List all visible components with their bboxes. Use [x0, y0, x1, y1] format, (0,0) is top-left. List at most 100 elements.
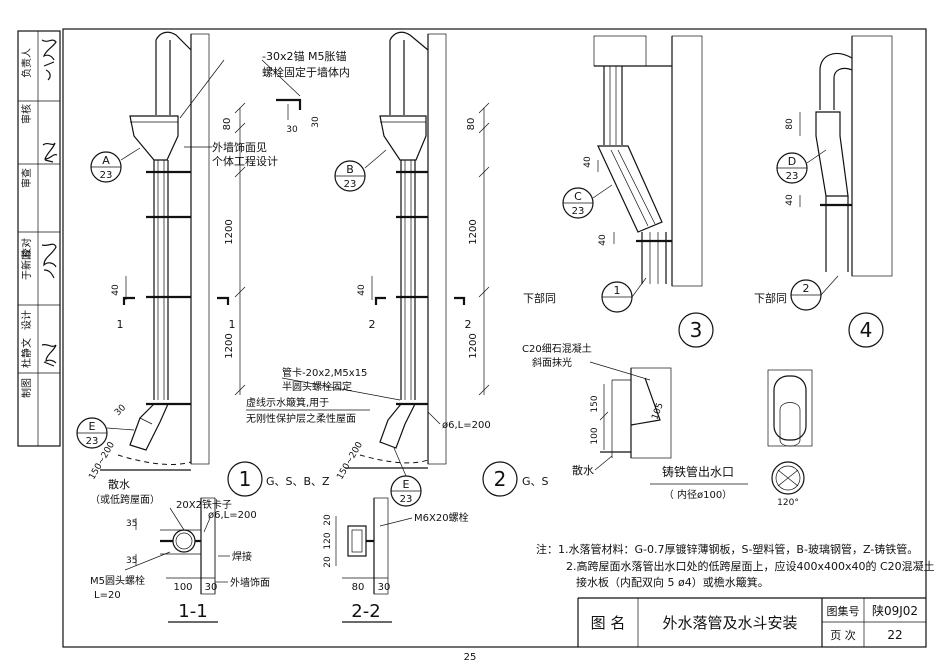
signature-design: [41, 343, 57, 367]
dim-1200-d1-upper: 1200: [224, 219, 235, 244]
detail-3-circle: [678, 312, 714, 348]
cast-outlet-title: 铸铁管出水口: [662, 464, 734, 479]
note-weld: 焊接: [232, 550, 252, 563]
drawing-title: 外水落管及水斗安装: [662, 614, 797, 632]
dim-30-anchor-b: 30: [311, 116, 321, 128]
dim-40-d3-lower: 40: [598, 234, 608, 246]
label-responsible: 负责人: [20, 48, 33, 78]
sheet-page-number: 25: [464, 652, 477, 663]
ref-a-bottom: 23: [100, 170, 113, 181]
dim-20-s22-upper: 20: [323, 514, 333, 526]
detail-4-number: 4: [860, 318, 873, 342]
ref-e2-bottom: 23: [400, 494, 413, 505]
angle-120: 120°: [777, 498, 799, 508]
ref-same-1-top: 1: [614, 284, 621, 297]
ref-e1-bottom: 23: [86, 436, 99, 447]
detail-2: 2 2 80 1200 1200 40 150~200 ø6,L=200: [335, 31, 491, 482]
ref-a-top: A: [102, 154, 110, 167]
signature-responsible: [41, 39, 57, 81]
cut-mark-1-right: 1: [229, 318, 236, 331]
cut-mark-2-left: 2: [369, 318, 376, 331]
dim-150-200-d2: 150~200: [335, 440, 365, 482]
page-number-box: 22: [887, 628, 902, 642]
dim-35-s11-upper: 35: [126, 519, 137, 529]
ref-c-top: C: [574, 190, 582, 203]
note-scatter-line1: 散水: [108, 477, 130, 491]
atlas-number: 陕09J02: [872, 603, 918, 618]
general-notes: 注：1.水落管材料：G-0.7厚镀锌薄钢板，S-塑料管，B-玻璃钢管，Z-铸铁管…: [536, 542, 935, 589]
note-c20-line1: C20细石混凝土: [522, 342, 592, 355]
signature-audit: [42, 142, 58, 163]
ref-d-top: D: [788, 155, 796, 168]
dim-40-d2: 40: [357, 284, 367, 296]
dim-1200-d1-lower: 1200: [224, 333, 235, 358]
ref-same-2-top: 2: [803, 282, 810, 295]
note-line-3: 接水板（内配双向 5 ø4）或檐水簸箕。: [576, 575, 769, 589]
note-dashed-line2: 无刚性保护层之柔性屋面: [246, 412, 356, 425]
ref-bubble-e-2: E 23: [390, 447, 422, 507]
dim-80-d1: 80: [222, 118, 233, 131]
dim-80-d4: 80: [785, 118, 795, 130]
note-bolt-line2: L=20: [94, 590, 121, 601]
ref-e2-top: E: [403, 478, 410, 491]
note-finish-line2: 个体工程设计: [212, 154, 278, 168]
detail-4-circle: [848, 312, 884, 348]
ref-bubble-same-1: 下部同 1: [523, 277, 647, 313]
title-label-page: 页 次: [830, 628, 856, 642]
note-c20-line2: 斜面抹光: [532, 356, 572, 369]
ref-d-bottom: 23: [786, 171, 799, 182]
note-phi6-d2: ø6,L=200: [442, 420, 491, 431]
note-m6-bolt: M6X20螺栓: [414, 511, 469, 524]
ref-c-bottom: 23: [572, 206, 585, 217]
label-drafting: 制图: [20, 378, 33, 398]
title-label-name: 图 名: [591, 614, 626, 632]
ref-bubble-same-2: 下部同 2: [754, 275, 839, 311]
reference-bubbles: A 23 B 23 E 23 E 23 C 23: [76, 147, 839, 507]
note-finish-out: 外墙饰面: [230, 576, 270, 589]
ref-bubble-e-1: E 23: [76, 417, 135, 449]
note-finish-line1: 外墙饰面见: [212, 140, 267, 154]
dim-40-d1: 40: [111, 284, 121, 296]
detail-labels: 1 G、S、B、Z 2 G、S 3 4: [227, 312, 884, 497]
detail-3: 40 40: [583, 35, 703, 287]
detail-2-circle: [482, 461, 518, 497]
note-scatter-3: 散水: [572, 463, 594, 477]
label-proofread: 校对: [20, 238, 33, 258]
detail-scatter: 150 100 105 C20细石混凝土 斜面抹光 散水 铸铁管出水口 （ 内径…: [522, 342, 813, 508]
ref-b-top: B: [346, 163, 354, 176]
dim-40-d4: 40: [785, 194, 795, 206]
note-clamp-line1: 管卡-20x2,M5x15: [282, 366, 367, 379]
dim-100-s11: 100: [173, 582, 192, 593]
dim-1200-d2-upper: 1200: [468, 219, 479, 244]
dim-30-s22: 30: [378, 582, 391, 593]
title-label-atlas: 图集号: [827, 604, 860, 618]
note-dashed-line1: 虚线示水簸箕,用于: [246, 396, 329, 409]
note-bolt-line1: M5圆头螺栓: [90, 574, 145, 587]
note-line-2: 2.高跨屋面水落管出水口处的低跨屋面上，应设400x400x40的 C20混凝土: [566, 559, 935, 573]
sheet-border: [62, 28, 927, 648]
dim-1200-d2-lower: 1200: [468, 333, 479, 358]
center-notes: 管卡-20x2,M5x15 半圆头螺栓固定 虚线示水簸箕,用于 无刚性保护层之柔…: [246, 366, 401, 425]
cut-mark-1-left: 1: [117, 318, 124, 331]
dim-100-scatter: 100: [590, 427, 600, 444]
note-line-1: 注：1.水落管材料：G-0.7厚镀锌薄钢板，S-塑料管，B-玻璃钢管，Z-铸铁管…: [536, 542, 918, 556]
ref-bubble-a: A 23: [90, 147, 141, 183]
section-1-1: 35 35 100 30 1-1 20X2铁卡子 ø6,L=200 焊接 外墙饰…: [90, 497, 270, 623]
ref-e1-top: E: [89, 420, 96, 433]
dim-120-s22: 120: [323, 532, 333, 549]
name-du-jingwen: 杜静文: [20, 338, 33, 368]
dim-40-d3-upper: 40: [583, 156, 593, 168]
dim-80-d2: 80: [466, 118, 477, 131]
detail-1-circle: [227, 461, 263, 497]
detail-3-number: 3: [690, 318, 703, 342]
note-clamp-line2: 半圆头螺栓固定: [282, 380, 352, 393]
dim-30-anchor-a: 30: [286, 125, 298, 135]
ref-bubble-b: B 23: [334, 149, 387, 192]
dim-20-s22-lower: 20: [323, 556, 333, 568]
title-block: 图 名 外水落管及水斗安装 图集号 陕09J02 页 次 22: [577, 597, 926, 647]
note-clip: 20X2铁卡子: [176, 498, 232, 511]
note-anchor-line2: 螺栓固定于墙体内: [262, 65, 350, 79]
label-review: 审核: [20, 104, 33, 124]
cast-outlet-subtitle: （ 内径ø100）: [664, 488, 732, 501]
